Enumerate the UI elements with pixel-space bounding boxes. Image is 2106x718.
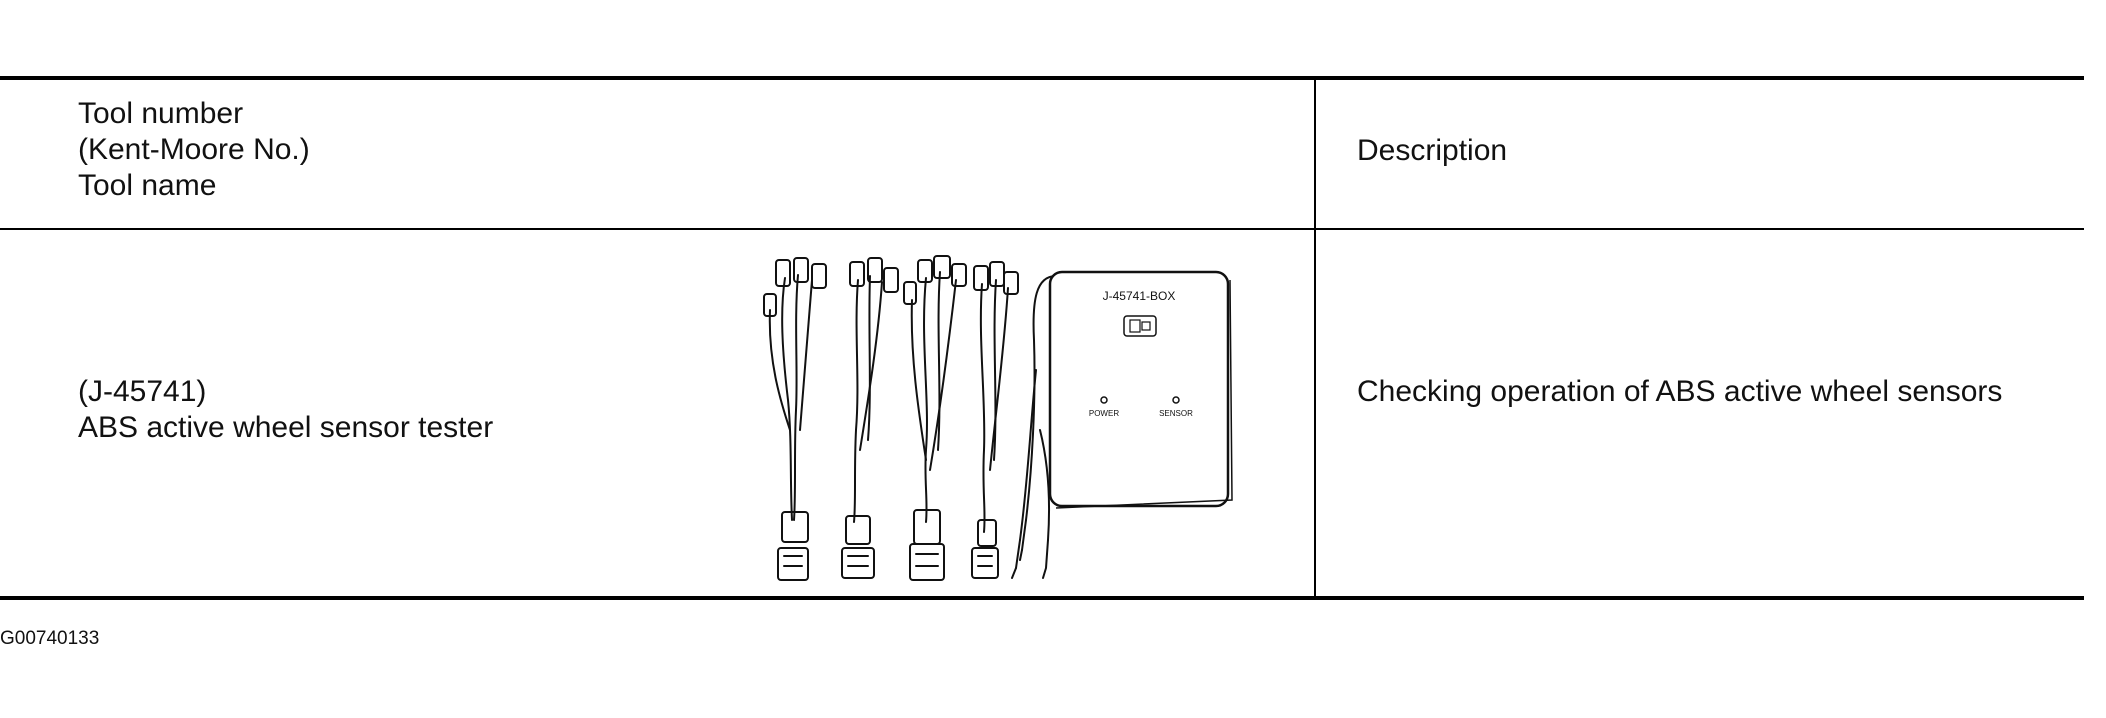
row-description-cell: Checking operation of ABS active wheel s… [1357,374,2017,410]
tool-illustration: J-45741-BOX POWER SENSOR [750,250,1250,586]
table-header-rule [0,228,2084,230]
tool-number: (J-45741) [78,375,207,408]
table-top-rule [0,76,2084,80]
header-tool-column: Tool number (Kent-Moore No.) Tool name [78,96,310,204]
table-column-divider [1314,80,1316,596]
power-led-icon [1100,396,1108,404]
sensor-led-icon [1172,396,1180,404]
header-description-column: Description [1357,133,1507,169]
harness-cables [763,255,1057,581]
header-kent-moore-no: (Kent-Moore No.) [78,133,310,166]
tool-description: Checking operation of ABS active wheel s… [1357,375,2003,408]
row-tool-cell: (J-45741) ABS active wheel sensor tester [78,374,493,446]
table-bottom-rule [0,596,2084,600]
header-tool-name: Tool name [78,169,217,202]
figure-code: G00740133 [0,628,100,649]
tester-box: J-45741-BOX POWER SENSOR [1048,270,1233,509]
tool-name: ABS active wheel sensor tester [78,411,494,444]
sensor-indicator-label: SENSOR [1159,409,1193,418]
sensor-tester-drawing: J-45741-BOX POWER SENSOR [763,255,1233,581]
power-indicator-label: POWER [1089,409,1119,418]
header-tool-number: Tool number [78,97,244,130]
header-description: Description [1357,134,1508,167]
tester-box-label: J-45741-BOX [1103,289,1176,303]
